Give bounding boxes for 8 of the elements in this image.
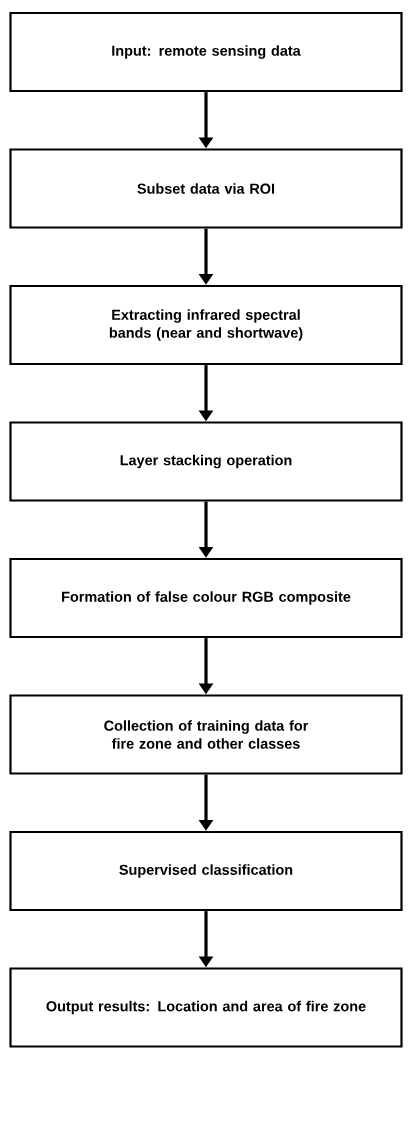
process-box: Formation of false colour RGB composite [9, 557, 403, 639]
process-box: Output results: Location and area of fire zone [9, 967, 403, 1048]
process-box: Collection of training data for fire zone and other classes [9, 694, 403, 775]
process-box: Layer stacking operation [9, 421, 403, 502]
process-box: Extracting infrared spectral bands (near and shortwave) [9, 284, 403, 366]
process-box: Subset data via ROI [9, 148, 403, 229]
process-box: Supervised classification [9, 830, 403, 912]
process-box: Input: remote sensing data [9, 11, 403, 93]
